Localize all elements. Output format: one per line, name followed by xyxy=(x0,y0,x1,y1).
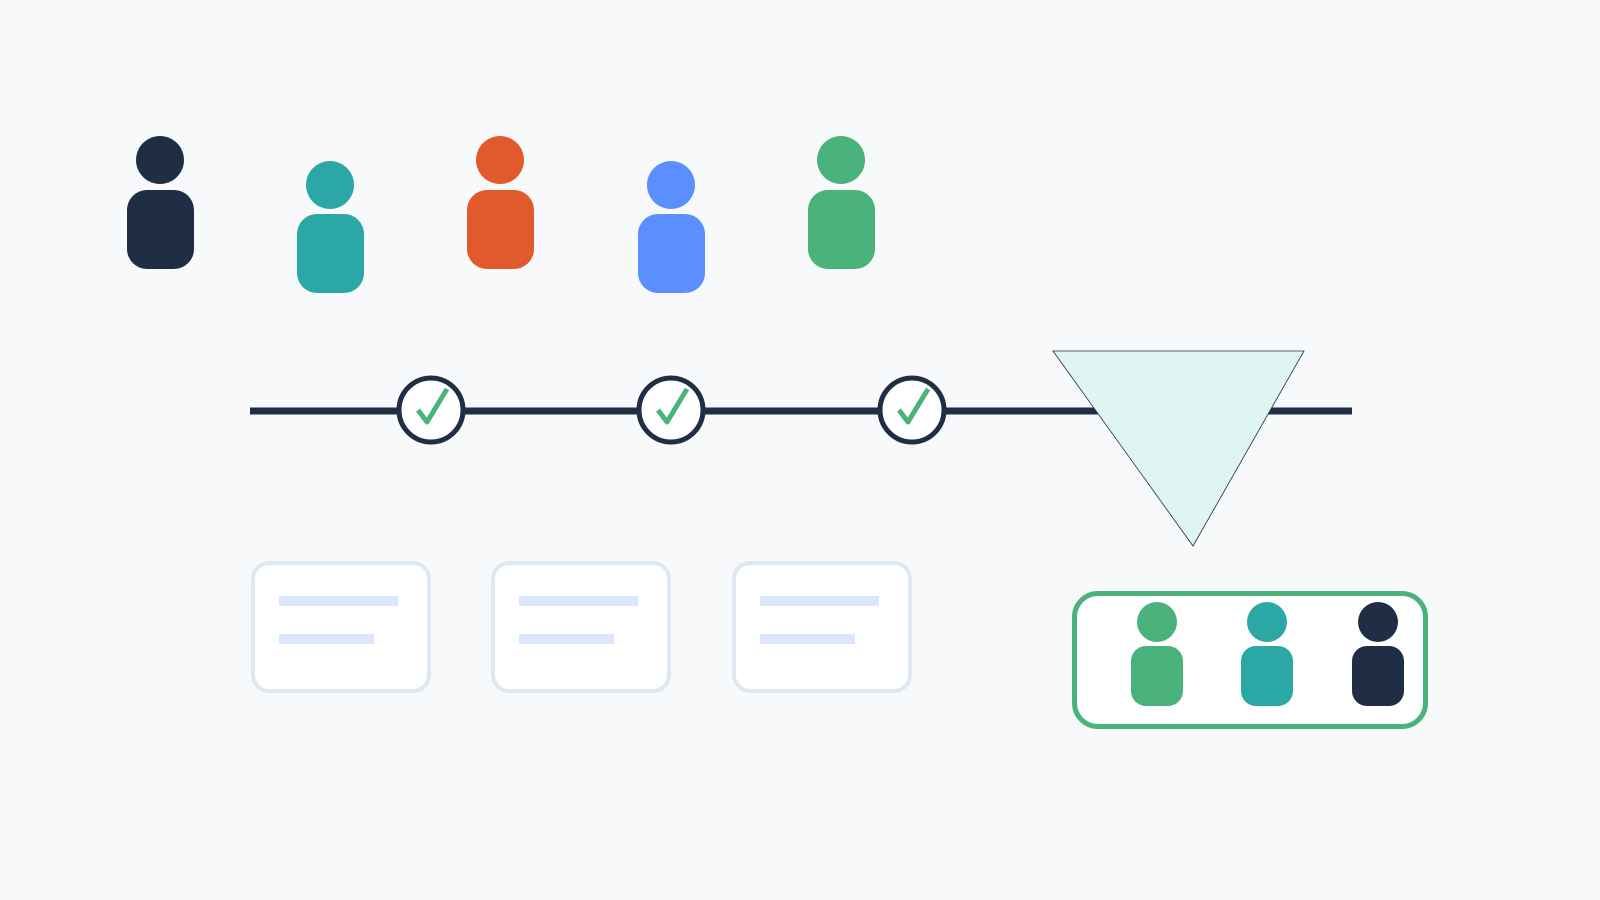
selected-group-canvas xyxy=(1131,602,1404,706)
text-placeholder-line xyxy=(279,634,374,644)
document-card-1 xyxy=(251,561,431,693)
check-circle-icon-1 xyxy=(396,375,466,445)
selected-person-icon-2 xyxy=(1241,602,1293,706)
text-placeholder-line xyxy=(760,596,879,606)
candidate-person-icon-2 xyxy=(297,161,364,293)
candidate-person-icon-3 xyxy=(467,136,534,269)
document-card-3 xyxy=(732,561,912,693)
text-placeholder-line xyxy=(760,634,855,644)
document-card-2 xyxy=(491,561,671,693)
selected-person-icon-1 xyxy=(1131,602,1183,706)
selected-person-icon-3 xyxy=(1352,602,1404,706)
text-placeholder-line xyxy=(519,634,614,644)
check-circle-icon-2 xyxy=(636,375,706,445)
text-placeholder-line xyxy=(519,596,638,606)
candidate-person-icon-1 xyxy=(127,136,194,269)
candidate-person-icon-4 xyxy=(638,161,705,293)
selected-candidates-box xyxy=(1072,591,1428,729)
candidate-person-icon-5 xyxy=(808,136,875,269)
check-circle-icon-3 xyxy=(877,375,947,445)
text-placeholder-line xyxy=(279,596,398,606)
funnel-icon xyxy=(1052,350,1305,547)
